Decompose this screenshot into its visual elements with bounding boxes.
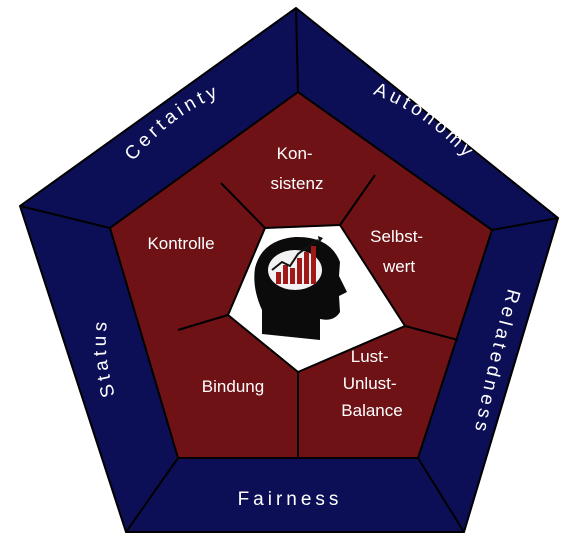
label-fairness: Fairness <box>238 489 343 510</box>
outer-separators <box>19 7 559 533</box>
label-kontrolle: Kontrolle <box>147 234 214 253</box>
label-lust-unlust-balance: Lust- Unlust- Balance <box>341 347 402 420</box>
inner-separators <box>177 174 459 458</box>
label-konsistenz: Kon- sistenz <box>271 144 324 193</box>
label-bindung: Bindung <box>202 377 264 396</box>
head-with-chart-icon <box>254 236 347 340</box>
label-selbstwert: Selbst- wert <box>370 227 428 276</box>
